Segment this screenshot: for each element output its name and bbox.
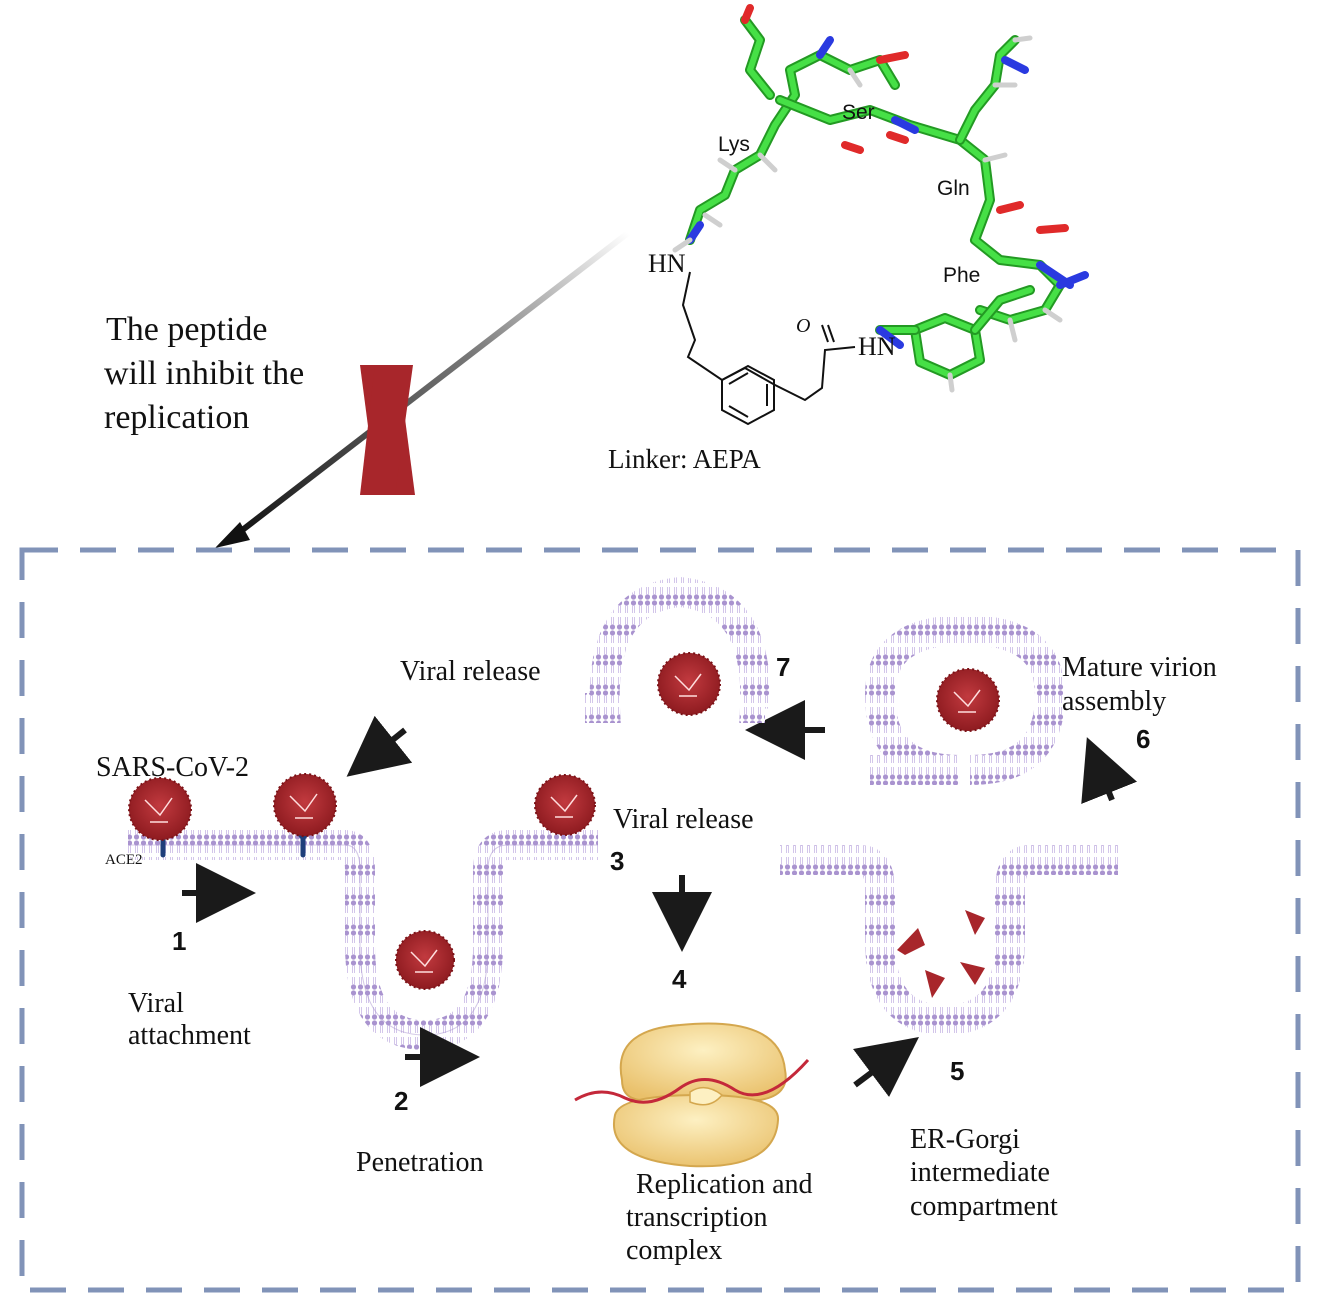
virus-particle (128, 777, 192, 841)
step-label: complex (626, 1235, 722, 1266)
receptor-label: ACE2 (105, 852, 143, 868)
step-number: 6 (1136, 724, 1150, 754)
step-label: Viral (128, 988, 184, 1019)
inhibition-text-line: The peptide (106, 311, 267, 348)
host-membrane (128, 830, 598, 1051)
step-arrow (346, 715, 413, 777)
step-number: 7 (776, 652, 790, 682)
inhibition-arrow-line (230, 230, 630, 541)
peptide-structure: Lys Ser Gln Phe HN HN O Linker: AEPA (608, 4, 1089, 474)
inhibition-text-line: replication (104, 399, 249, 436)
inhibition-annotation: The peptide will inhibit the replication (104, 230, 630, 548)
inhibition-arrowhead (215, 522, 250, 548)
step-label: Viral release (400, 656, 541, 687)
inhibition-text-line: will inhibit the (104, 355, 304, 392)
step-label: compartment (910, 1191, 1058, 1222)
step-label: Penetration (356, 1147, 484, 1178)
peptide-sticks (672, 4, 1089, 393)
virus-particle (534, 774, 596, 836)
step-label: Viral release (613, 804, 754, 835)
step-label: attachment (128, 1020, 251, 1051)
step-arrow (853, 1037, 919, 1097)
x-mark-icon (360, 365, 415, 495)
er-golgi-membrane (780, 845, 1118, 1036)
linker-label: Linker: AEPA (608, 444, 761, 474)
virus-label: SARS-CoV-2 (96, 752, 249, 783)
replication-complex-icon (574, 1022, 810, 1168)
step-label: ER-Gorgi (910, 1124, 1020, 1155)
amine-label: HN (858, 332, 896, 361)
virion-assembly-vesicle (864, 614, 1066, 785)
step-number: 1 (172, 926, 186, 956)
residue-label: Ser (842, 101, 875, 124)
step-number: 3 (610, 846, 624, 876)
step-label: transcription (626, 1202, 768, 1233)
virus-particle (395, 930, 455, 990)
release-vesicle (585, 576, 771, 723)
step-label: Replication and (636, 1169, 813, 1200)
amine-label: HN (648, 249, 686, 278)
residue-label: Lys (718, 133, 750, 156)
virus-particle (273, 773, 337, 837)
step-number: 4 (672, 964, 687, 994)
residue-label: Phe (943, 264, 980, 287)
carbonyl-oxygen-label: O (796, 315, 810, 337)
step-label: assembly (1062, 686, 1166, 717)
cell-frame (19, 547, 1301, 1293)
step-label: intermediate (910, 1157, 1050, 1188)
step-number: 2 (394, 1086, 408, 1116)
step-number: 5 (950, 1056, 964, 1086)
residue-label: Gln (937, 177, 970, 200)
step-arrow (1081, 737, 1137, 804)
spike-protein-icon (897, 910, 985, 998)
step-label: Mature virion (1062, 652, 1217, 683)
linker-structure (681, 271, 856, 426)
